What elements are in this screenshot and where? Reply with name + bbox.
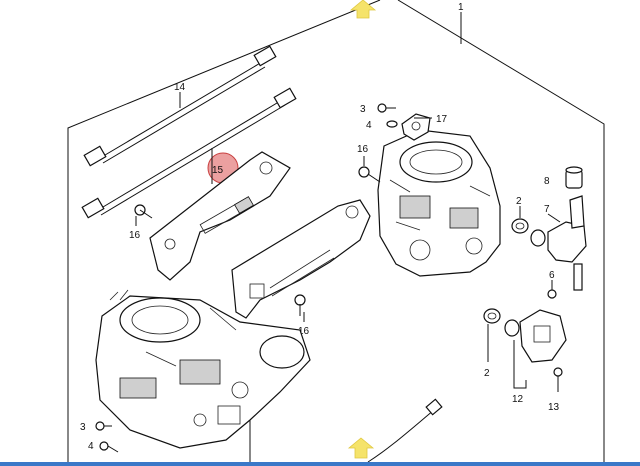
washer-4-bottom — [99, 441, 119, 453]
label-12: 12 — [512, 394, 524, 405]
bolt-16-middle — [294, 294, 306, 316]
label-8: 8 — [544, 176, 550, 187]
label-7: 7 — [544, 204, 550, 215]
label-16-middle: 16 — [298, 326, 310, 337]
label-4-top: 4 — [366, 120, 372, 131]
label-13: 13 — [548, 402, 560, 413]
label-2-right: 2 — [516, 196, 522, 207]
screw-3-bottom — [95, 421, 112, 431]
top-arrow-icon — [349, 0, 377, 19]
bottom-arrow-icon — [347, 437, 375, 459]
throttle-body-right — [377, 129, 501, 277]
bolt-13 — [553, 367, 563, 392]
label-6: 6 — [549, 270, 555, 281]
washer-6 — [547, 280, 557, 299]
screw-3-top — [377, 103, 396, 113]
status-strip — [0, 462, 640, 466]
sensor-7 — [530, 195, 587, 291]
leader-12 — [513, 340, 527, 389]
throttle-body-left — [95, 289, 311, 449]
label-16-upper: 16 — [357, 144, 369, 155]
label-15: 15 — [212, 165, 224, 176]
label-17: 17 — [436, 114, 448, 125]
label-top-ref: 1 — [458, 2, 464, 13]
cable-bracket-left — [149, 151, 291, 281]
sensor-12 — [504, 309, 567, 363]
throttle-cable-lower — [81, 87, 297, 219]
hose-bottom — [367, 398, 443, 463]
label-14: 14 — [174, 82, 186, 93]
part-17 — [401, 113, 431, 141]
label-2-lower: 2 — [484, 368, 490, 379]
cable-bracket-middle — [231, 199, 371, 319]
seal-2-right — [511, 218, 529, 234]
label-4-bottom: 4 — [88, 441, 94, 452]
seal-2-lower — [483, 308, 501, 324]
label-16-left: 16 — [129, 230, 141, 241]
cap-8 — [565, 166, 583, 189]
frame-right-edge — [397, 0, 605, 466]
bolt-16-upper — [358, 166, 381, 183]
frame-outline — [67, 0, 381, 466]
throttle-cable-upper — [83, 45, 277, 167]
washer-4-top — [386, 120, 398, 128]
label-3-top: 3 — [360, 104, 366, 115]
label-3-bottom: 3 — [80, 422, 86, 433]
leader-7 — [547, 213, 561, 223]
bolt-16-left — [134, 204, 153, 219]
